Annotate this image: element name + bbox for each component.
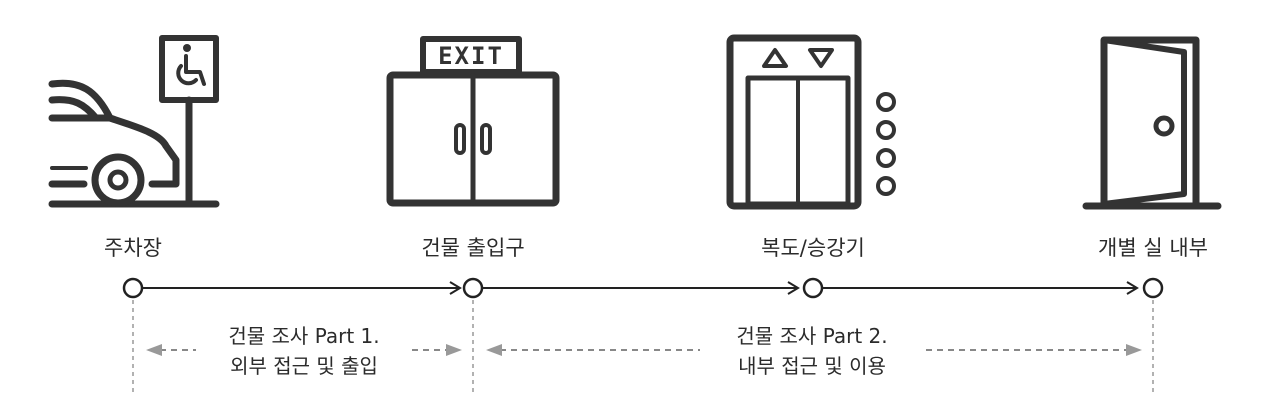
part-2-title: 건물 조사 Part 2.: [736, 324, 888, 348]
stage-label-parking: 주차장: [104, 236, 162, 260]
node-parking: [122, 277, 144, 299]
part-1-subtitle: 외부 접근 및 출입: [230, 354, 378, 378]
open-door-icon: [1082, 36, 1222, 210]
part-1-caption: 건물 조사 Part 1. 외부 접근 및 출입: [228, 321, 379, 381]
building-exit-door-icon: [386, 36, 560, 207]
part-2-caption: 건물 조사 Part 2. 내부 접근 및 이용: [736, 321, 887, 381]
part-2-subtitle: 내부 접근 및 이용: [738, 354, 886, 378]
part-1-title: 건물 조사 Part 1.: [228, 324, 380, 348]
parking-accessible-car-icon: [48, 35, 220, 208]
node-room: [1142, 277, 1164, 299]
part-range-arrowheads: [146, 344, 1142, 356]
exit-sign-text: EXIT: [438, 42, 504, 70]
node-corridor: [802, 277, 824, 299]
stage-label-room-interior: 개별 실 내부: [1098, 236, 1208, 260]
node-entrance: [462, 277, 484, 299]
stage-label-corridor-elevator: 복도/승강기: [761, 236, 865, 260]
elevator-icon: [726, 34, 896, 210]
stage-label-entrance: 건물 출입구: [421, 236, 525, 260]
flow-nodes: [122, 277, 1164, 299]
